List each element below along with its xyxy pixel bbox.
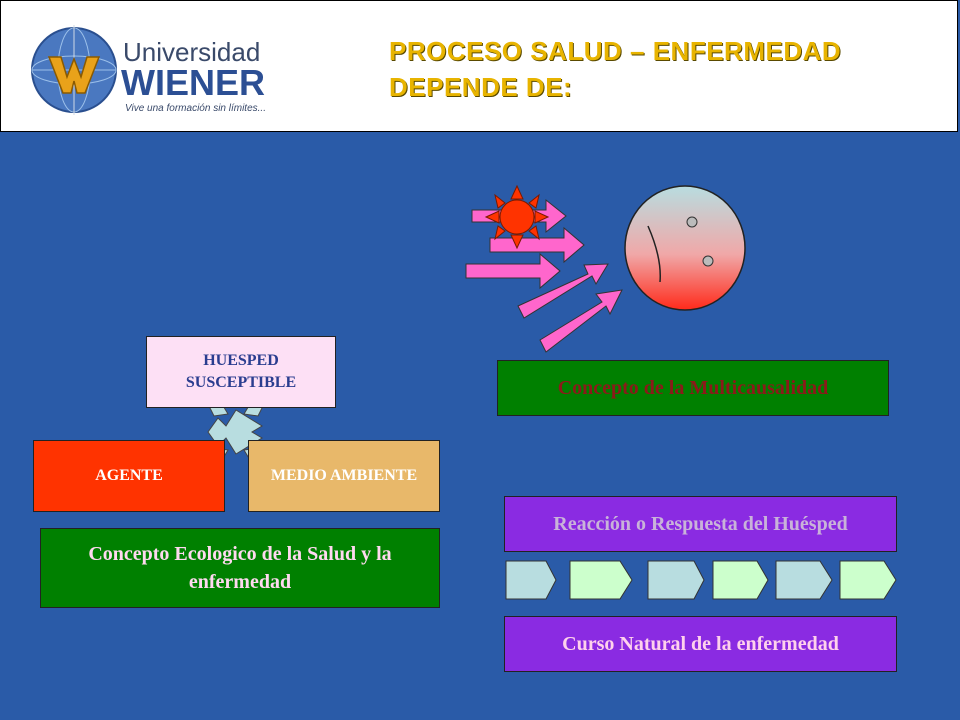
logo-name: Universidad: [123, 37, 260, 67]
chevron-2: [569, 560, 633, 600]
university-logo: Universidad WIENER Vive una formación si…: [31, 25, 266, 115]
agent-box: AGENTE: [33, 440, 225, 512]
arrow-2: [489, 226, 585, 264]
host-box: HUESPED SUSCEPTIBLE: [146, 336, 336, 408]
chevron-4: [712, 560, 769, 600]
host-reaction-box: Reacción o Respuesta del Huésped: [504, 496, 897, 552]
multicausal-concept-box: Concepto de la Multicausalidad: [497, 360, 889, 416]
ecological-concept-box: Concepto Ecologico de la Salud y la enfe…: [40, 528, 440, 608]
chevron-5: [775, 560, 833, 600]
natural-course-box: Curso Natural de la enfermedad: [504, 616, 897, 672]
arrow-3: [465, 252, 561, 290]
header: Universidad WIENER Vive una formación si…: [0, 0, 958, 132]
title-line-1: PROCESO SALUD – ENFERMEDAD: [389, 36, 842, 66]
sad-face-icon: [624, 185, 746, 311]
arrow-diag-1: [517, 263, 609, 319]
chevron-1: [505, 560, 557, 600]
chevron-6: [839, 560, 897, 600]
title-line-2: DEPENDE DE:: [389, 72, 573, 102]
page-title: PROCESO SALUD – ENFERMEDAD DEPENDE DE:: [389, 33, 841, 105]
arrow-diag-2: [539, 289, 623, 353]
sun-icon: [484, 184, 550, 250]
logo-tagline: Vive una formación sin límites...: [125, 103, 266, 114]
logo-brand: WIENER: [121, 62, 265, 103]
chevron-3: [647, 560, 705, 600]
environment-box: MEDIO AMBIENTE: [248, 440, 440, 512]
